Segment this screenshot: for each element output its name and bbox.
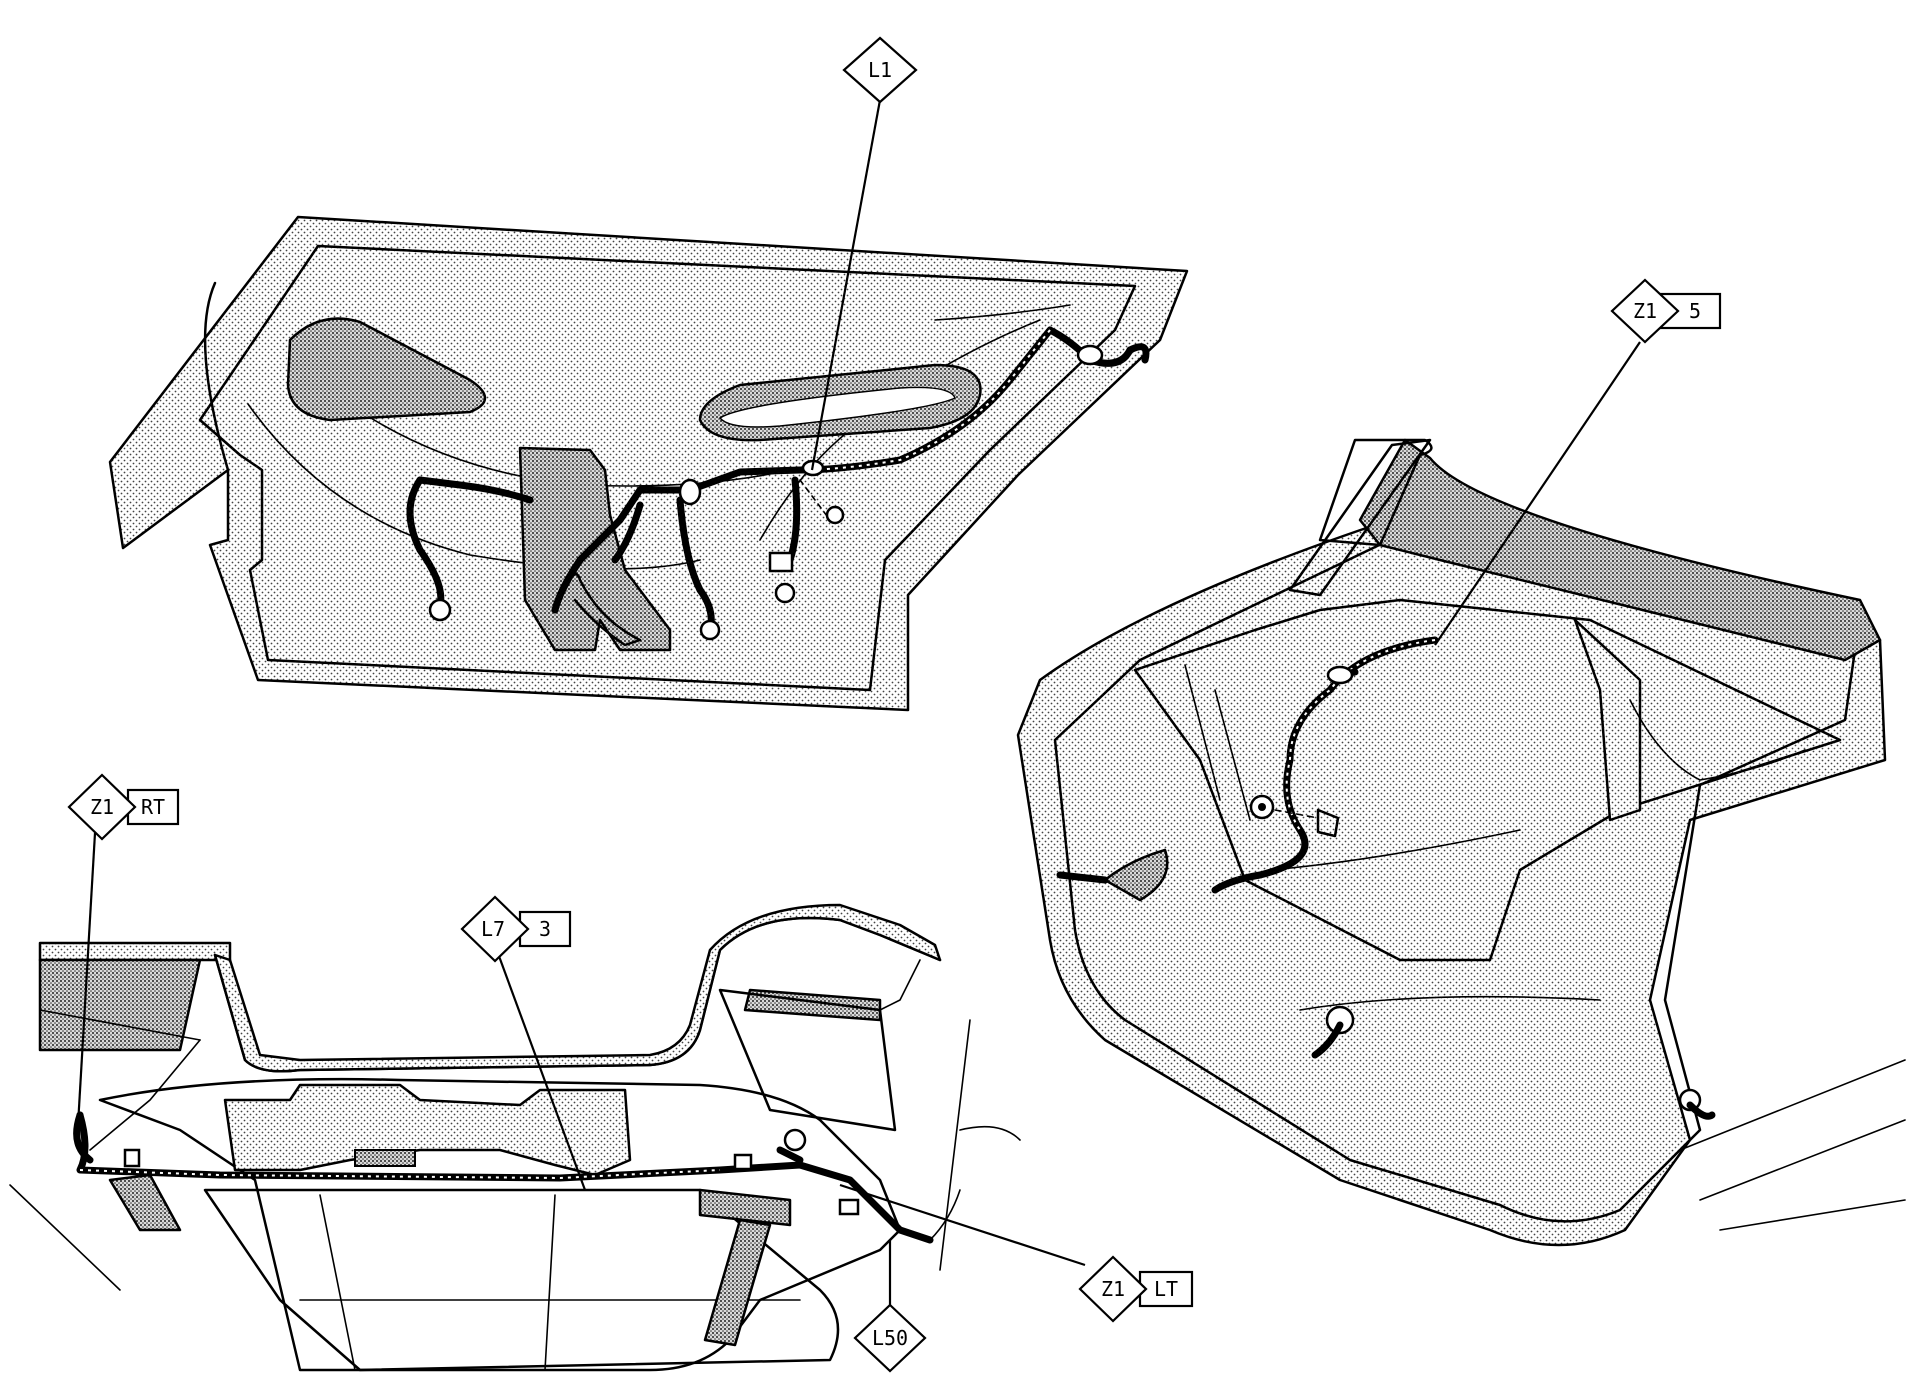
- callout-z1-5-code: Z1: [1633, 299, 1657, 323]
- callout-z1-rt-suffix: RT: [141, 795, 165, 819]
- callout-z1-lt-code: Z1: [1101, 1277, 1125, 1301]
- callout-z1-lt-suffix: LT: [1154, 1277, 1178, 1301]
- callout-z1-5: Z1 5: [1610, 278, 1722, 344]
- callout-z1-rt: Z1 RT: [67, 773, 180, 841]
- callout-z1-5-suffix: 5: [1689, 299, 1701, 323]
- rear-body-view: [9, 903, 1021, 1372]
- callout-l1: L1: [842, 36, 918, 104]
- trunk-open-view: [1016, 438, 1906, 1247]
- callout-l7-3-suffix: 3: [539, 917, 551, 941]
- callout-z1-rt-code: Z1: [90, 795, 114, 819]
- callout-l1-code: L1: [868, 58, 892, 82]
- callout-l50: L50: [853, 1303, 927, 1373]
- callout-l7-3-code: L7: [481, 917, 505, 941]
- deck-lid-panel: [108, 215, 1189, 712]
- callout-z1-lt: Z1 LT: [1078, 1255, 1194, 1323]
- callout-l50-code: L50: [872, 1326, 908, 1350]
- leader-lines: [76, 99, 1641, 1305]
- callout-l7-3: L7 3: [460, 895, 572, 963]
